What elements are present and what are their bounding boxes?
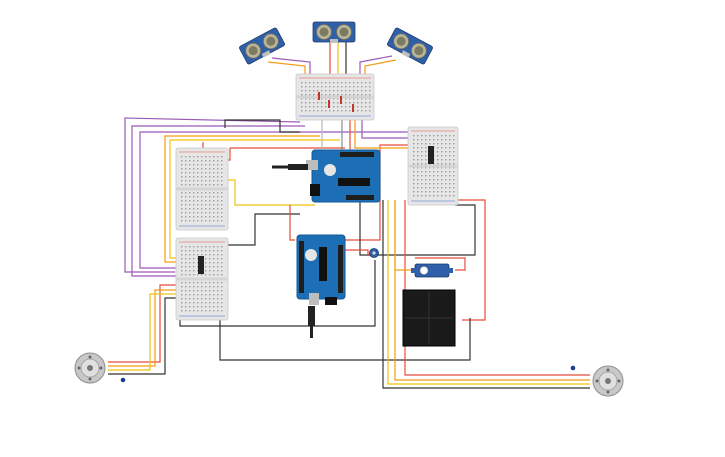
breadboard-top-holes bbox=[301, 82, 371, 112]
resistor-2 bbox=[340, 96, 342, 104]
breadboards bbox=[175, 73, 459, 321]
breadboard-upper-left-holes bbox=[181, 156, 223, 222]
motor-driver-chip-right bbox=[428, 146, 434, 164]
wire-black-3 bbox=[219, 318, 471, 361]
arduino-uno-bottom[interactable] bbox=[296, 234, 346, 305]
resistor-0 bbox=[318, 92, 320, 100]
breadboard-lower-left[interactable] bbox=[175, 237, 229, 321]
arduino-uno-bottom-logo-icon bbox=[305, 249, 317, 261]
wire-purple-3 bbox=[139, 131, 410, 269]
wire-bundle-left-3 bbox=[108, 293, 189, 371]
breadboard-right[interactable] bbox=[407, 126, 459, 206]
wire-bundle-right-3 bbox=[387, 200, 590, 385]
wire-bottom-ard-1 bbox=[289, 205, 295, 241]
ultrasonic-sensor-center[interactable] bbox=[312, 21, 356, 43]
potentiometer[interactable] bbox=[369, 248, 379, 258]
wire-purple-1 bbox=[124, 117, 301, 273]
resistor-1 bbox=[328, 100, 330, 108]
arduino-uno-top[interactable] bbox=[306, 149, 381, 203]
resistor-3 bbox=[352, 104, 354, 112]
wire-servo-2 bbox=[394, 200, 415, 271]
sensors bbox=[239, 21, 433, 65]
misc-components bbox=[74, 164, 624, 397]
wire-red-3 bbox=[455, 199, 486, 321]
wire-bundle-right-4 bbox=[382, 200, 590, 389]
arduinos bbox=[296, 149, 381, 305]
servo-motor[interactable] bbox=[411, 263, 453, 278]
usb-cable-top bbox=[272, 164, 308, 170]
wire-orange-1 bbox=[164, 135, 320, 263]
battery-pack[interactable] bbox=[402, 289, 456, 347]
breadboard-lower-left-holes bbox=[181, 246, 223, 312]
arduino-uno-top-logo-icon bbox=[324, 164, 336, 176]
terminal-right bbox=[570, 365, 576, 371]
wire-bundle-left-1 bbox=[108, 284, 183, 363]
usb-cable-bottom bbox=[308, 306, 315, 338]
wire-purple-2 bbox=[131, 125, 305, 277]
wire-yellow-2 bbox=[225, 179, 315, 206]
ultrasonic-sensor-left[interactable] bbox=[239, 27, 286, 65]
wire-top-down-3 bbox=[361, 118, 420, 139]
wire-bundle-left-2 bbox=[108, 289, 186, 367]
dc-motor-left[interactable] bbox=[74, 352, 106, 384]
wire-black-2 bbox=[359, 195, 476, 256]
dc-motor-right[interactable] bbox=[592, 365, 624, 397]
breadboard-upper-left[interactable] bbox=[175, 147, 229, 231]
wire-black-5 bbox=[224, 119, 300, 133]
motor-driver-chip-left bbox=[198, 256, 204, 274]
ultrasonic-sensor-right[interactable] bbox=[386, 27, 433, 65]
wires bbox=[108, 42, 590, 389]
wire-red-4 bbox=[415, 257, 466, 271]
wire-bundle-right-1 bbox=[404, 200, 590, 376]
wire-black-1 bbox=[225, 213, 300, 246]
wire-top-down-2 bbox=[354, 118, 410, 149]
breadboard-top[interactable] bbox=[295, 73, 375, 121]
wire-servo-1 bbox=[345, 249, 369, 256]
wire-black-4 bbox=[179, 260, 376, 327]
terminal-left bbox=[120, 377, 126, 383]
